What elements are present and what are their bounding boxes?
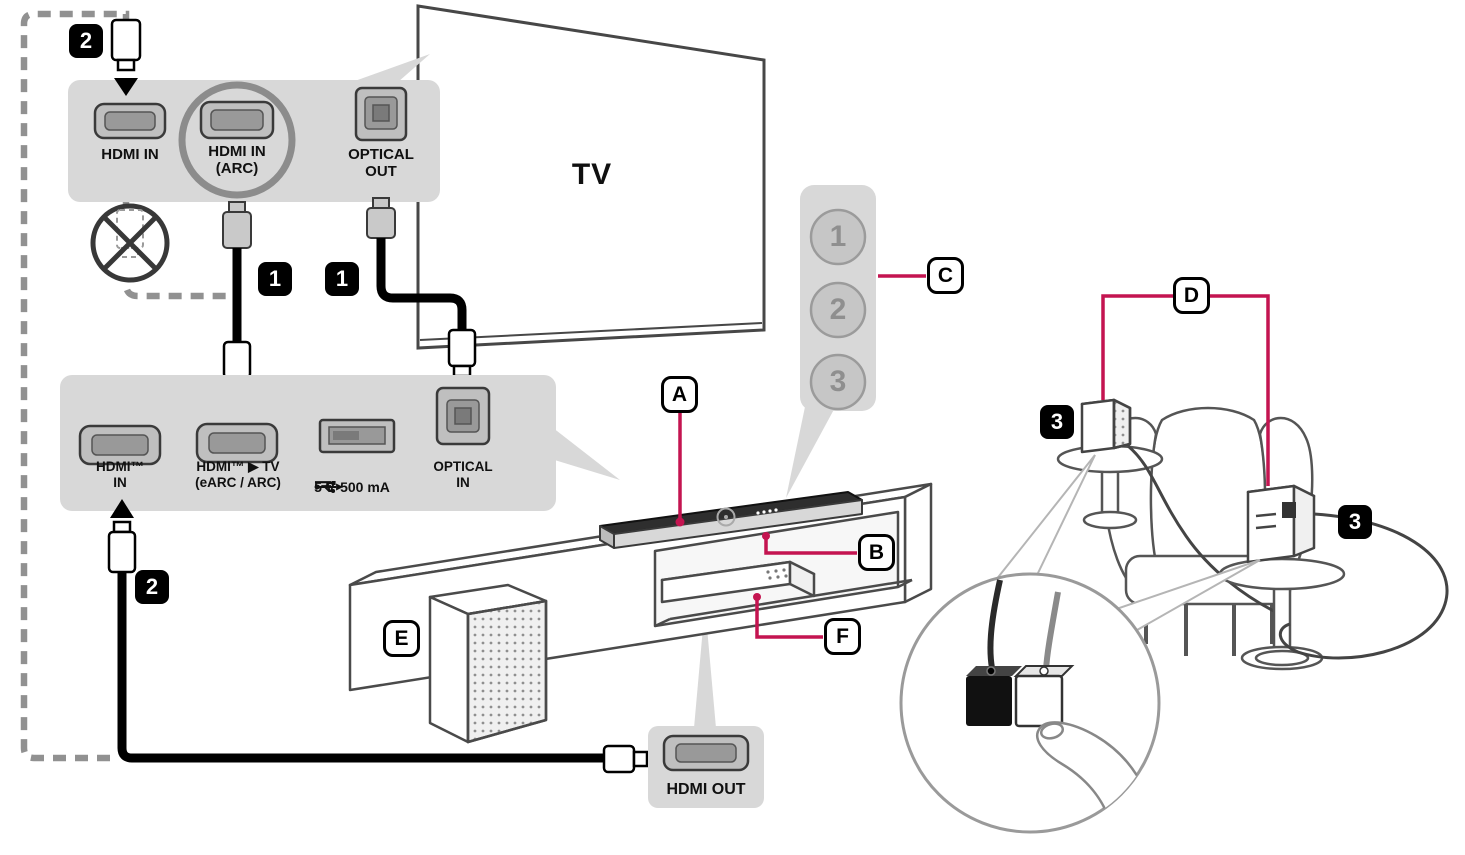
prohibition-icon xyxy=(90,203,170,283)
callout-badge-e: E xyxy=(383,620,420,657)
callout-badge-c: C xyxy=(927,257,964,294)
tv-jack-panel xyxy=(68,54,440,202)
arc-highlight-circle xyxy=(178,81,296,199)
optical-cable-1 xyxy=(366,197,477,398)
soundbar-jack-panel xyxy=(60,375,620,511)
hdmi-out-panel xyxy=(648,605,764,808)
step-badge-1-optical: 1 xyxy=(325,262,359,296)
subwoofer xyxy=(428,583,548,744)
side-table-right xyxy=(1218,557,1346,671)
hdmi-in-port-soundbar xyxy=(78,424,162,466)
selector-button-1: 1 xyxy=(829,220,847,253)
soundbar-hdmi-arc-label: HDMI™ ▶ TV (eARC / ARC) xyxy=(195,459,281,490)
dc-symbol xyxy=(314,481,332,488)
hdmi-cable-2-top-plug xyxy=(110,18,142,96)
soundbar-control-knob xyxy=(716,507,736,527)
selector-button-2: 2 xyxy=(829,293,847,326)
step-badge-2-top: 2 xyxy=(69,24,103,58)
soundbar-display xyxy=(756,508,778,515)
tv-hdmi-in-label: HDMI IN xyxy=(101,146,159,163)
soundbar-usb-label: 5 V 500 mA xyxy=(314,479,390,495)
optical-out-port-tv xyxy=(354,86,408,142)
hdmi-out-label: HDMI OUT xyxy=(666,781,746,798)
speaker-cable-right xyxy=(1279,512,1449,660)
callout-line-f xyxy=(755,597,823,639)
tv-optical-out-label: OPTICAL OUT xyxy=(348,146,414,181)
wire-terminal xyxy=(966,665,1075,728)
usb-port-soundbar xyxy=(318,418,396,454)
tv-hdmi-in-arc-label: HDMI IN (ARC) xyxy=(208,143,266,178)
settop-box xyxy=(660,560,816,604)
callout-badge-f: F xyxy=(824,618,861,655)
soundbar xyxy=(599,491,863,549)
hdmi-out-port xyxy=(662,734,750,772)
callout-badge-d: D xyxy=(1173,277,1210,314)
step-badge-3-right: 3 xyxy=(1338,505,1372,539)
step-badge-2-bottom: 2 xyxy=(135,570,169,604)
callout-dots xyxy=(675,517,770,601)
optical-in-port-soundbar xyxy=(435,386,491,446)
rear-speaker-left xyxy=(1080,398,1132,454)
soundbar-hdmi-in-label: HDMI™ IN xyxy=(96,459,144,490)
callout-badge-a: A xyxy=(661,376,698,413)
tv-label: TV xyxy=(571,158,613,191)
step-badge-1-arc: 1 xyxy=(258,262,292,296)
hdmi-in-port-tv xyxy=(93,102,167,140)
rear-speaker-right xyxy=(1246,484,1316,564)
selector-button-3: 3 xyxy=(829,365,847,398)
callout-badge-b: B xyxy=(858,534,895,571)
dashed-cable-guide xyxy=(20,10,232,762)
selector-buttons xyxy=(809,208,867,411)
callout-line-b xyxy=(764,536,857,555)
speaker-selector-panel xyxy=(786,185,876,498)
speaker-cable-left xyxy=(1127,444,1289,620)
step-badge-3-left: 3 xyxy=(1040,405,1074,439)
soundbar-optical-in-label: OPTICAL IN xyxy=(433,459,493,490)
hdmi-in-arc-port-tv xyxy=(199,100,275,140)
tv-outline xyxy=(416,4,766,350)
hdmi-tv-port-soundbar xyxy=(195,422,279,464)
hdmi-cable-2 xyxy=(107,499,649,774)
